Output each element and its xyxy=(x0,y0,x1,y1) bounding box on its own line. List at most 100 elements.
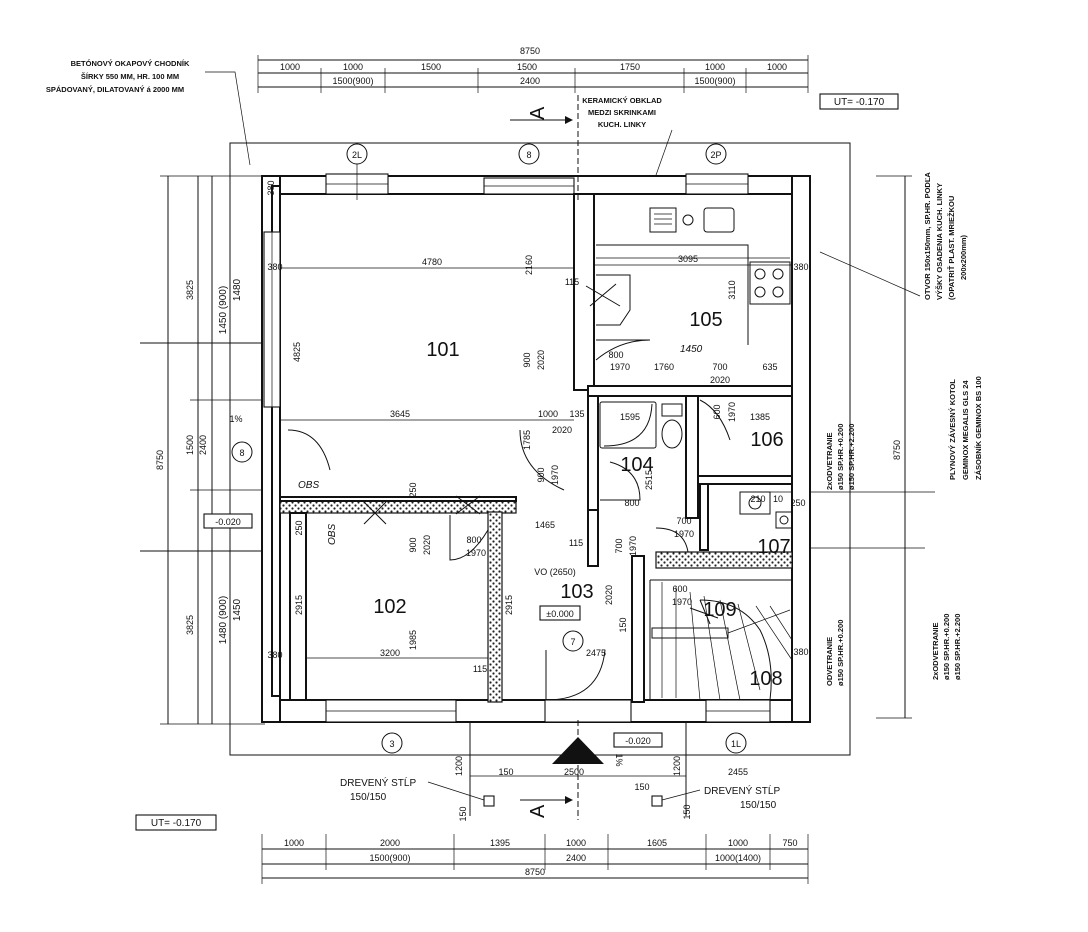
svg-text:1000(1400): 1000(1400) xyxy=(715,853,761,863)
room-107: 107 xyxy=(757,536,790,558)
svg-text:2xODVETRANIE: 2xODVETRANIE xyxy=(931,622,940,680)
svg-text:3095: 3095 xyxy=(678,254,698,264)
svg-text:UT= -0.170: UT= -0.170 xyxy=(151,818,202,829)
svg-text:ø150 SP.HR.+0.200: ø150 SP.HR.+0.200 xyxy=(836,620,845,686)
dim-top-window-3: 1500(900) xyxy=(694,76,735,86)
room-109: 109 xyxy=(703,599,736,621)
svg-text:250: 250 xyxy=(408,482,418,497)
svg-text:2500: 2500 xyxy=(564,767,584,777)
svg-text:2xODVETRANIE: 2xODVETRANIE xyxy=(825,432,834,490)
room-104: 104 xyxy=(620,454,653,476)
stair-label: VO (2650) xyxy=(534,567,576,577)
dim-top-4: 1500 xyxy=(517,62,537,72)
bottom-dimensions: 1000 2000 1395 1000 1605 1000 750 1500(9… xyxy=(261,834,809,884)
svg-text:ZÁSOBNÍK GEMINOX BS 100: ZÁSOBNÍK GEMINOX BS 100 xyxy=(974,376,983,480)
svg-text:KUCH. LINKY: KUCH. LINKY xyxy=(598,120,646,129)
room-106: 106 xyxy=(750,429,783,451)
svg-text:150: 150 xyxy=(618,617,628,632)
svg-text:SPÁDOVANÝ, DILATOVANÝ á 2000 M: SPÁDOVANÝ, DILATOVANÝ á 2000 MM xyxy=(46,85,184,94)
svg-text:8: 8 xyxy=(526,150,531,160)
svg-text:150: 150 xyxy=(498,767,513,777)
dim-top-window-2: 2400 xyxy=(520,76,540,86)
svg-text:1385: 1385 xyxy=(750,412,770,422)
svg-text:2020: 2020 xyxy=(552,425,572,435)
svg-text:750: 750 xyxy=(782,838,797,848)
svg-text:OBS: OBS xyxy=(298,480,319,491)
svg-text:1760: 1760 xyxy=(654,362,674,372)
svg-text:2915: 2915 xyxy=(504,595,514,615)
svg-text:8750: 8750 xyxy=(892,440,902,460)
ceiling-markers xyxy=(363,283,719,625)
svg-text:3825: 3825 xyxy=(185,615,195,635)
svg-text:900: 900 xyxy=(536,467,546,482)
floor-level-label: ±0.000 xyxy=(539,605,581,621)
svg-text:1000: 1000 xyxy=(284,838,304,848)
svg-text:2020: 2020 xyxy=(536,350,546,370)
svg-text:380: 380 xyxy=(267,262,282,272)
svg-text:-0.020: -0.020 xyxy=(215,517,241,527)
svg-text:250: 250 xyxy=(790,498,805,508)
svg-text:800: 800 xyxy=(466,535,481,545)
svg-text:2400: 2400 xyxy=(566,853,586,863)
doors xyxy=(287,339,731,701)
ut-bottom-label: UT= -0.170 xyxy=(135,814,217,831)
svg-text:1970: 1970 xyxy=(727,402,737,422)
svg-text:1L: 1L xyxy=(731,739,741,749)
svg-text:700: 700 xyxy=(614,538,624,553)
svg-text:635: 635 xyxy=(762,362,777,372)
interior-walls xyxy=(279,193,793,703)
top-dimensions: 8750 1000 1000 1500 1500 1750 1000 1000 … xyxy=(257,46,809,93)
interior-dimensions: 4780 2160 3095 3110 115 4825 3645 1000 1… xyxy=(229,180,808,766)
boiler-note: PLYNOVÝ ZÁVESNÝ KOTOL GEMINOX MEGALIS GL… xyxy=(948,376,983,480)
svg-text:1200: 1200 xyxy=(454,756,464,776)
svg-text:150/150: 150/150 xyxy=(350,792,387,803)
svg-text:GEMINOX MEGALIS GLS 24: GEMINOX MEGALIS GLS 24 xyxy=(961,380,970,480)
svg-text:1480 (900): 1480 (900) xyxy=(218,596,229,644)
svg-text:BETÓNOVÝ OKAPOVÝ CHODNÍK: BETÓNOVÝ OKAPOVÝ CHODNÍK xyxy=(71,59,190,68)
svg-text:900: 900 xyxy=(408,537,418,552)
svg-text:800: 800 xyxy=(608,350,623,360)
svg-text:1500(900): 1500(900) xyxy=(369,853,410,863)
svg-text:A: A xyxy=(527,106,549,120)
svg-text:380: 380 xyxy=(793,262,808,272)
svg-text:1395: 1395 xyxy=(490,838,510,848)
svg-text:210: 210 xyxy=(750,494,765,504)
svg-text:ŠÍRKY 550 MM, HR. 100 MM: ŠÍRKY 550 MM, HR. 100 MM xyxy=(81,72,179,81)
svg-text:1970: 1970 xyxy=(628,536,638,556)
svg-text:1000: 1000 xyxy=(538,409,558,419)
svg-text:A: A xyxy=(527,804,549,818)
vent-note-2: ODVETRANIE ø150 SP.HR.+0.200 xyxy=(825,620,845,686)
sidewalk-note: BETÓNOVÝ OKAPOVÝ CHODNÍK ŠÍRKY 550 MM, H… xyxy=(46,59,251,166)
post-left-label: DREVENÝ STĹP xyxy=(340,776,416,789)
svg-text:ø150 SP.HR.+2.200: ø150 SP.HR.+2.200 xyxy=(847,424,856,490)
svg-text:115: 115 xyxy=(565,277,579,287)
staircase xyxy=(649,579,793,701)
svg-text:±0.000: ±0.000 xyxy=(546,609,573,619)
svg-text:ø150 SP.HR.+0.200: ø150 SP.HR.+0.200 xyxy=(942,614,951,680)
svg-text:135: 135 xyxy=(569,409,584,419)
svg-text:2L: 2L xyxy=(352,150,362,160)
svg-text:1480: 1480 xyxy=(232,278,243,301)
svg-text:1785: 1785 xyxy=(522,430,532,450)
left-dimensions: 8750 3825 1500 2400 3825 1450 (900) 1480… xyxy=(140,175,265,725)
svg-text:250: 250 xyxy=(294,520,304,535)
svg-text:1200: 1200 xyxy=(672,756,682,776)
svg-text:200x200mm): 200x200mm) xyxy=(959,234,968,280)
svg-text:ø150 SP.HR.+0.200: ø150 SP.HR.+0.200 xyxy=(836,424,845,490)
svg-text:3200: 3200 xyxy=(380,648,400,658)
ut-top-label: UT= -0.170 xyxy=(819,93,899,110)
svg-text:8750: 8750 xyxy=(155,450,165,470)
svg-text:3825: 3825 xyxy=(185,280,195,300)
svg-text:1000: 1000 xyxy=(566,838,586,848)
svg-text:2020: 2020 xyxy=(604,585,614,605)
dim-top-7: 1000 xyxy=(767,62,787,72)
svg-text:2000: 2000 xyxy=(380,838,400,848)
right-dimensions: 8750 xyxy=(876,175,912,719)
svg-text:380: 380 xyxy=(793,647,808,657)
svg-text:1000: 1000 xyxy=(728,838,748,848)
entrance-triangle-icon xyxy=(552,737,604,764)
svg-text:1595: 1595 xyxy=(620,412,640,422)
svg-text:3: 3 xyxy=(389,739,394,749)
svg-text:380: 380 xyxy=(266,180,276,195)
